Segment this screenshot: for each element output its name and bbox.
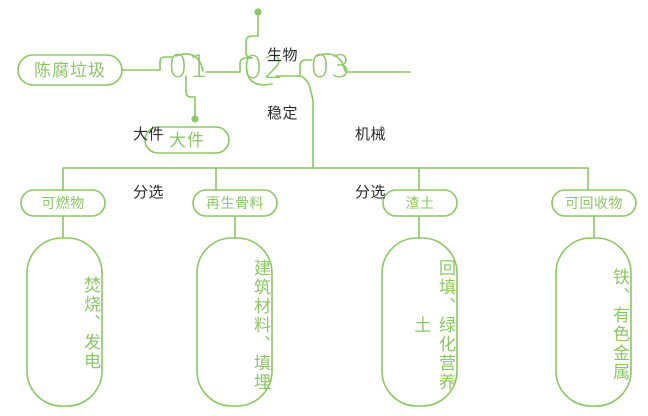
connector-source-to-01	[121, 56, 173, 71]
connector-02-to-bio-label	[245, 13, 259, 59]
stage-03-annotation-line-2: 分选	[355, 182, 387, 201]
connector-02-to-03	[275, 59, 313, 77]
connector-01-to-02	[205, 57, 253, 73]
destination-box-3-shape[interactable]	[381, 237, 458, 407]
stage-01-annotation-line-1: 大件	[133, 125, 165, 144]
destination-text-2: 建筑材料、填埋	[250, 258, 270, 392]
connector-01-to-bulky	[185, 75, 196, 119]
stage-02-annotation: 生物 稳定	[267, 8, 298, 162]
bio-label-dot	[254, 8, 262, 16]
source-node-label: 陈腐垃圾	[34, 61, 106, 81]
connector-03-to-trunk	[299, 75, 314, 169]
destination-box-4-shape[interactable]	[555, 237, 632, 407]
output-category-label-4: 可回收物	[565, 196, 623, 212]
destination-text-4: 铁、有色金属	[609, 268, 629, 382]
stage-02-arc	[246, 71, 273, 86]
stage-01-annotation-line-2: 分选	[133, 182, 165, 201]
stage-number-02: 02	[243, 50, 285, 86]
stage-03-annotation: 机械 分选	[355, 87, 386, 241]
output-category-label-3: 渣土	[405, 196, 435, 212]
stage-number-03: 03	[310, 49, 352, 85]
stage-03-arc	[315, 53, 346, 72]
stage-01-annotation: 大件 分选	[133, 87, 164, 241]
destination-box-1-shape[interactable]	[26, 237, 103, 407]
side-output-label: 大件	[169, 131, 205, 151]
destination-text-3: 回填、绿化营养土	[410, 258, 455, 392]
stage-02-annotation-line-1: 生物	[267, 46, 299, 65]
output-category-label-1: 可燃物	[41, 196, 85, 212]
destination-text-1: 焚烧、发电	[80, 275, 100, 371]
side-output-pill-shape[interactable]	[144, 126, 230, 154]
destination-box-2-shape[interactable]	[196, 237, 273, 407]
output-category-label-2: 再生骨料	[206, 196, 264, 212]
stage-number-01: 01	[168, 49, 210, 85]
output-pill-3-shape[interactable]	[382, 189, 458, 217]
stage-03-annotation-line-1: 机械	[355, 125, 387, 144]
stage-02-annotation-line-2: 稳定	[267, 103, 299, 122]
stage-01-arc	[175, 53, 204, 72]
bulky-branch-dot	[191, 115, 199, 123]
